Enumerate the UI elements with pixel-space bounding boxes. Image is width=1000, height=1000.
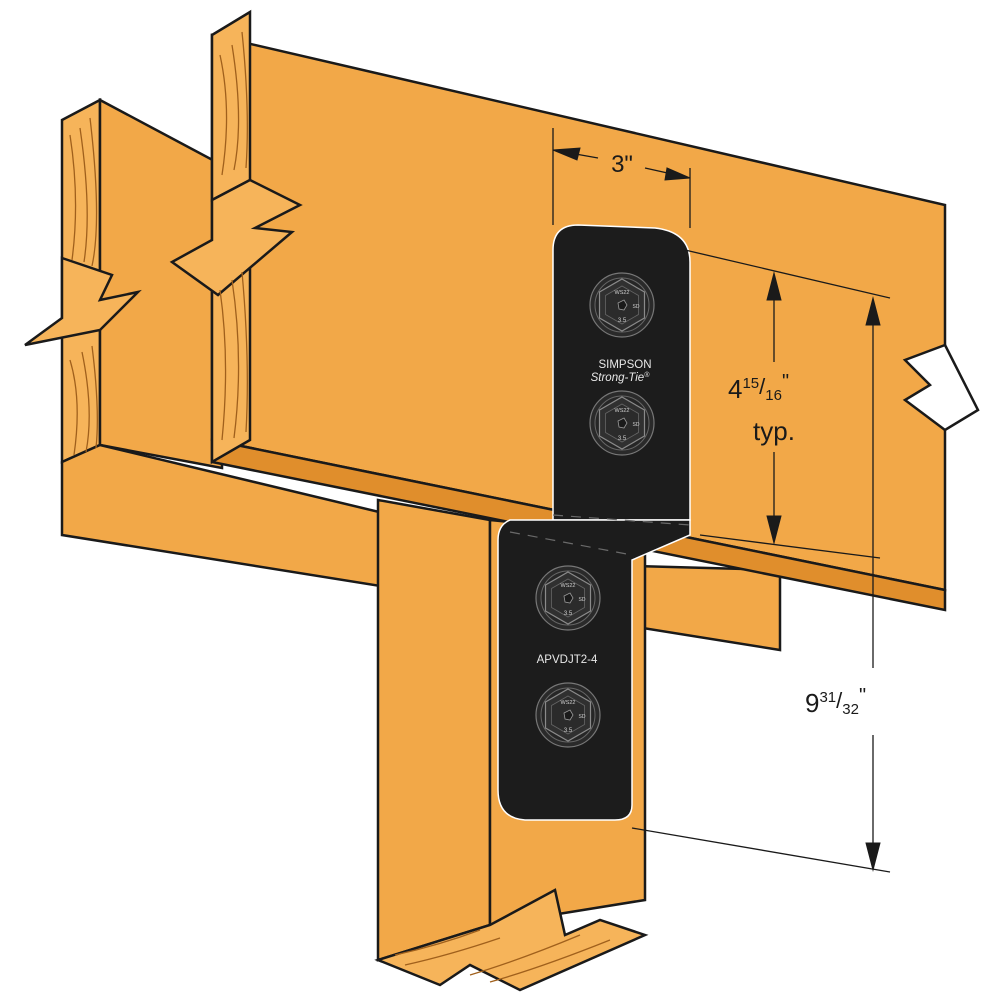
plate-lower-body bbox=[497, 519, 691, 821]
bolt-mark: SD bbox=[633, 422, 640, 428]
bolt-mark: SD bbox=[633, 304, 640, 310]
post-left-face bbox=[376, 498, 492, 962]
width-arrow-right bbox=[664, 167, 691, 181]
bolt-4: WS22 3.5 SD bbox=[535, 682, 601, 748]
bolt-size: 3.5 bbox=[618, 318, 627, 324]
spacing-extension-bottom bbox=[699, 534, 881, 559]
bolt-size: 3.5 bbox=[564, 728, 573, 734]
front-beam-break bbox=[169, 178, 303, 297]
brand-line-1: SIMPSON bbox=[598, 359, 651, 371]
back-beam-break bbox=[24, 256, 142, 347]
spacing-dimension-label: 415/16" bbox=[728, 371, 789, 404]
bolt-mark: SD bbox=[579, 597, 586, 603]
total-arrow-top bbox=[865, 296, 881, 326]
front-beam-end-grain bbox=[210, 9, 252, 203]
bolt-3: WS22 3.5 SD bbox=[535, 565, 601, 631]
model-label: APVDJT2-4 bbox=[537, 654, 598, 666]
connector-plate: WS22 3.5 SD WS22 3.5 SD WS22 3.5 SD WS22… bbox=[497, 224, 691, 821]
bolt-2: WS22 3.5 SD bbox=[589, 390, 655, 456]
spacing-arrow-top bbox=[766, 271, 782, 301]
bolt-code: WS22 bbox=[561, 700, 576, 706]
post-end-grain bbox=[374, 888, 649, 992]
brand-registered-mark: ® bbox=[644, 371, 650, 379]
total-dimension-label: 931/32" bbox=[805, 685, 866, 718]
bolt-mark: SD bbox=[579, 714, 586, 720]
width-dimension-label: 3" bbox=[611, 151, 633, 178]
bolt-size: 3.5 bbox=[618, 436, 627, 442]
brand-line-2: Strong-Tie® bbox=[591, 371, 651, 384]
spacing-note-label: typ. bbox=[753, 416, 795, 446]
bolt-size: 3.5 bbox=[564, 611, 573, 617]
dimension-lines bbox=[552, 128, 891, 873]
bolt-code: WS22 bbox=[561, 583, 576, 589]
spacing-extension-top bbox=[684, 249, 891, 299]
spacing-arrow-bottom bbox=[766, 515, 782, 545]
total-extension-bottom bbox=[631, 827, 891, 873]
width-arrow-left bbox=[552, 147, 581, 161]
total-arrow-bottom bbox=[865, 842, 881, 872]
bolt-code: WS22 bbox=[615, 408, 630, 414]
bolt-code: WS22 bbox=[615, 290, 630, 296]
front-beam-right-break bbox=[902, 343, 980, 432]
bolt-1: WS22 3.5 SD bbox=[589, 272, 655, 338]
